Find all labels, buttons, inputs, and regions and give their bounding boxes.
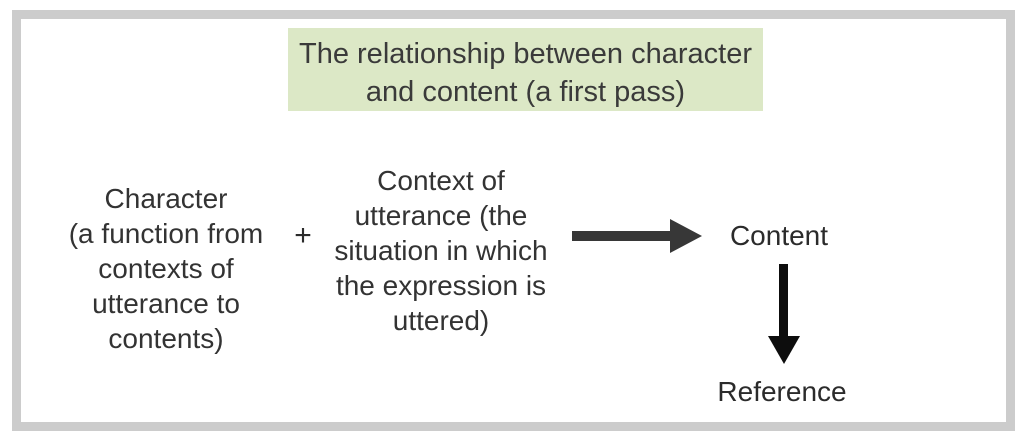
context-line-1: Context of (377, 165, 505, 196)
context-line-2: utterance (the (354, 200, 528, 231)
title-line-2: and content (a first pass) (365, 75, 686, 108)
right-arrow-shaft (572, 231, 674, 241)
context-block: Context of utterance (the situation in w… (330, 163, 552, 338)
character-line-3: contexts of (98, 253, 234, 284)
title-line-1: The relationship between character (299, 37, 752, 70)
character-line-4: utterance to (92, 288, 240, 319)
reference-label: Reference (717, 376, 847, 407)
right-arrow-icon (572, 219, 702, 253)
down-arrow-icon (768, 264, 800, 364)
right-arrow-head (670, 219, 702, 253)
down-arrow-head (768, 336, 800, 364)
character-line-2: (a function from (68, 218, 264, 249)
character-line-1: Character (104, 183, 228, 214)
context-line-4: the expression is (335, 270, 547, 301)
slide-frame (12, 10, 1015, 431)
down-arrow-shaft (779, 264, 788, 340)
character-block: Character (a function from contexts of u… (55, 181, 277, 356)
title-box: The relationship between character and c… (288, 28, 763, 111)
plus-sign: + (294, 219, 312, 252)
content-label: Content (729, 220, 829, 251)
character-line-5: contents) (108, 323, 224, 354)
context-line-3: situation in which (334, 235, 548, 266)
context-line-5: uttered) (392, 305, 490, 336)
